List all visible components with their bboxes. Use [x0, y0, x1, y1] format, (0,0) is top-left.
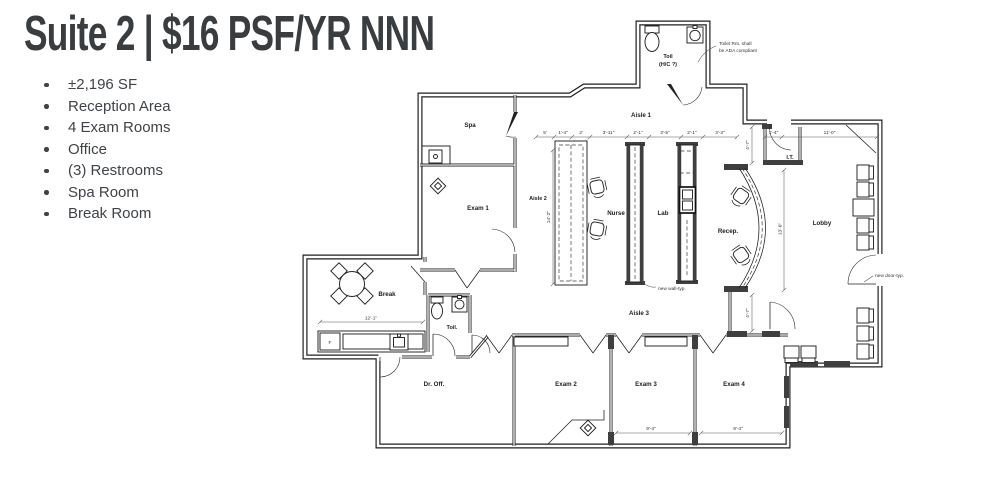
room-label-exam4: Exam 4: [723, 381, 745, 388]
room-label-it: I.T.: [786, 155, 794, 161]
room-label-aisle2: Aisle 2: [529, 196, 547, 202]
toilet-door-gap: [666, 81, 704, 91]
room-label-toilet-top: Toil: [663, 54, 673, 60]
feature-item: Break Room: [24, 203, 324, 225]
sink-icon: [389, 333, 409, 351]
feature-item: Spa Room: [24, 182, 324, 204]
office-chair-icon: [730, 244, 752, 266]
dim-label: 9'-4": [646, 426, 656, 432]
exam2-casework: [547, 410, 605, 445]
fridge-label: F: [329, 340, 332, 346]
lobby-corner-line: [845, 124, 877, 154]
office-chair-icon: [586, 218, 608, 240]
office-chair-icon: [586, 176, 608, 198]
feature-item: Reception Area: [24, 96, 324, 118]
new-door-leader-line: [863, 275, 874, 283]
room-label-exam1: Exam 1: [467, 205, 489, 212]
break-table-icon: [330, 262, 374, 305]
dim-label: 12'-1": [365, 316, 378, 322]
new-wall-leader-line: [640, 278, 657, 288]
dim-label: 3'-5": [660, 130, 670, 136]
room-label-aisle3: Aisle 3: [629, 310, 650, 317]
nurse-counter: [554, 140, 588, 286]
door-leaf: [667, 84, 683, 105]
lab-wall-west: [625, 142, 645, 285]
dim-label: 5': [543, 130, 547, 136]
room-label-exam2: Exam 2: [555, 381, 577, 388]
new-wall-segments: [608, 124, 850, 445]
exam1-fixture-icon: [429, 177, 447, 195]
room-label-lobby: Lobby: [813, 220, 832, 227]
feature-item: 4 Exam Rooms: [24, 117, 324, 139]
spa-sink-icon: [421, 145, 451, 165]
feature-item: (3) Restrooms: [24, 160, 324, 182]
exterior-walls: [302, 20, 883, 449]
it-door-gap: [767, 118, 791, 127]
dim-label: 11'-0": [824, 130, 836, 136]
room-label-recep: Recep.: [718, 228, 739, 235]
ada-note-line2: be ADA compliant: [719, 48, 758, 54]
dim-label: 2'-1": [687, 130, 697, 136]
ada-note-line1: Toilet Rm. shall: [719, 41, 752, 47]
reception-desk: [738, 167, 766, 289]
dimension-lines: [317, 124, 880, 436]
room-label-toilet-bottom: Toil.: [447, 325, 458, 331]
feature-list: ±2,196 SF Reception Area 4 Exam Rooms Of…: [24, 74, 324, 225]
dim-label: 2'-1": [633, 130, 643, 136]
new-door-note: new door-typ.: [875, 273, 904, 279]
toilet-icon: [430, 296, 444, 320]
break-counter: [317, 330, 426, 353]
annotations: Toilet Rm. shall be ADA compliant new wa…: [640, 41, 904, 292]
new-wall-note: new wall-typ.: [658, 286, 686, 292]
room-label-droff: Dr. Off.: [424, 381, 445, 388]
waiting-chairs-upper: [852, 164, 875, 251]
exam2-fixture-icon: [579, 419, 597, 437]
office-chair-icon: [730, 185, 752, 207]
droff-door-gap: [378, 353, 402, 361]
exam-top-casework: [513, 336, 688, 347]
dim-label: 1'-4": [769, 130, 779, 136]
lobby-door-gap: [875, 254, 885, 286]
interior-walls: [402, 95, 802, 446]
room-label-spa: Spa: [464, 122, 476, 129]
room-label-toilet-top-2: (H/C ?): [659, 62, 677, 68]
waiting-chairs-bottom: [783, 345, 817, 363]
dim-label: 3'-3": [715, 130, 725, 136]
toilet-icon: [644, 25, 660, 52]
dimension-labels: 5' 1'-4" 2' 3'-11" 2'-1" 3'-5" 2'-1" 3'-…: [365, 130, 836, 432]
sink-icon: [686, 25, 704, 44]
room-label-lab: Lab: [657, 210, 668, 217]
feature-item: ±2,196 SF: [24, 74, 324, 96]
room-label-exam3: Exam 3: [635, 381, 657, 388]
lab-wall-east: [676, 142, 698, 284]
dim-label: 4'-7": [745, 308, 751, 318]
lab-equipment-icon: [678, 186, 697, 214]
dim-label: 9'-4": [733, 426, 743, 432]
dim-label: 1'-4": [558, 130, 568, 136]
room-label-break: Break: [378, 291, 396, 298]
room-labels: Toil (H/C ?) Spa Exam 1 Aisle 1 Aisle 2 …: [329, 54, 832, 388]
room-label-nurse: Nurse: [607, 210, 625, 217]
dim-label: 2': [579, 130, 583, 136]
waiting-chairs-lower: [856, 307, 874, 360]
ada-leader-line: [697, 45, 717, 63]
side-table-icon: [852, 198, 875, 217]
sink-icon: [451, 295, 468, 313]
door-leaf: [506, 112, 518, 136]
dim-label: 3'-11": [603, 130, 615, 136]
feature-item: Office: [24, 139, 324, 161]
dim-label: 14'-2": [546, 211, 552, 224]
dim-label: 4'-7": [745, 140, 751, 150]
dim-label: 13'-6": [778, 223, 784, 236]
room-label-aisle1: Aisle 1: [631, 112, 652, 119]
doors: [379, 84, 877, 378]
